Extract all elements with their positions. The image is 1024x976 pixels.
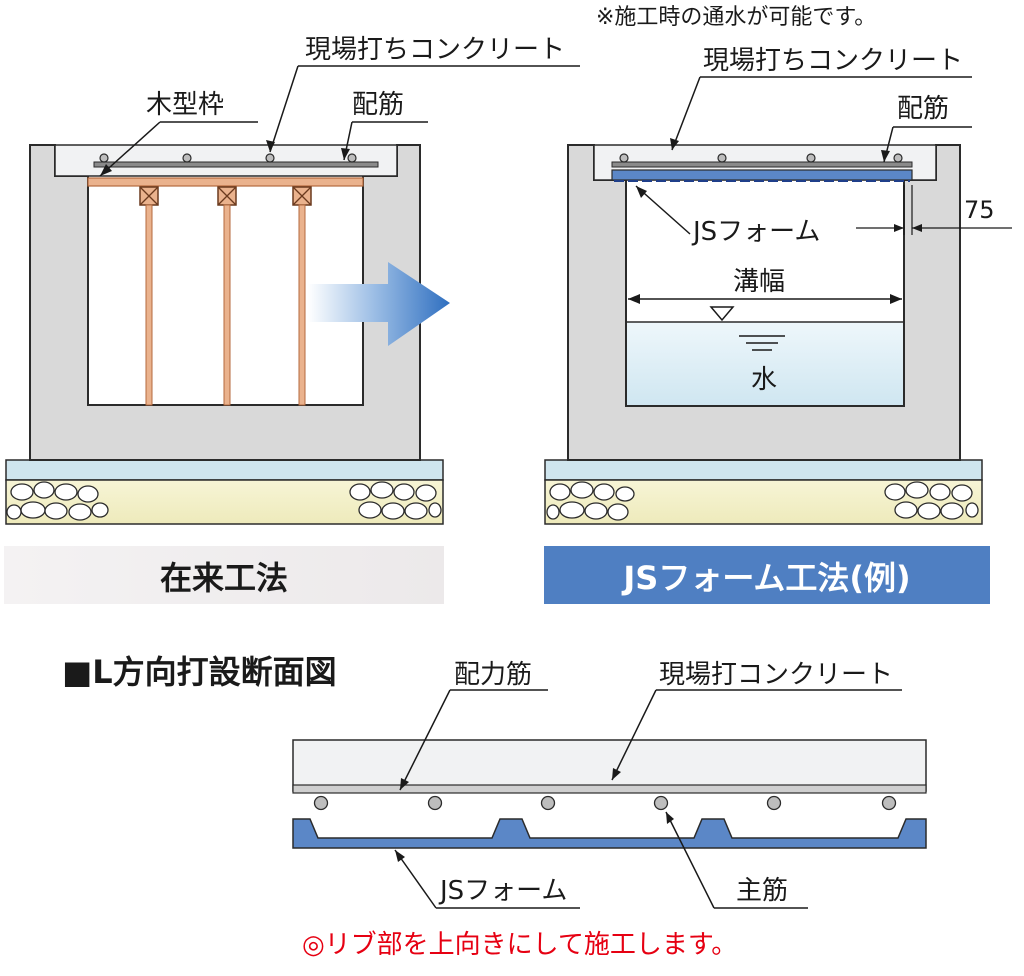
section-main-bars bbox=[313, 795, 897, 811]
water-surface-marks bbox=[739, 335, 785, 351]
left-concrete-slab bbox=[54, 144, 398, 177]
left-gravel-stones-left bbox=[6, 481, 109, 521]
left-caption-box bbox=[4, 546, 444, 604]
transition-arrow bbox=[308, 262, 450, 346]
section-label-distribution-bar: 配力筋 bbox=[454, 660, 532, 690]
right-label-75: 75 bbox=[964, 196, 995, 224]
water-level-icon bbox=[709, 306, 735, 322]
right-label-water: 水 bbox=[751, 365, 777, 395]
left-diagram: 現場打ちコンクリート 木型枠 配筋 bbox=[5, 35, 580, 525]
section-js-form bbox=[292, 818, 927, 849]
section-leader-arrowheads bbox=[395, 768, 674, 862]
section-distribution-bar bbox=[292, 784, 927, 794]
section-label-js-form: JSフォーム bbox=[438, 876, 567, 906]
section-note: ◎リブ部を上向きにして施工します。 bbox=[302, 930, 737, 960]
left-caption: 在来工法 bbox=[160, 559, 288, 597]
right-js-form bbox=[611, 169, 913, 181]
section-concrete-slab bbox=[292, 739, 927, 792]
right-diagram: ※施工時の通水が可能です。 現場打ちコンクリート 配筋 JSフォーム 75 溝幅… bbox=[544, 5, 1012, 525]
dimension-75 bbox=[856, 185, 1012, 235]
dimension-arrowheads bbox=[894, 224, 922, 232]
right-gravel-stones-right bbox=[884, 481, 979, 520]
section-label-main-bar: 主筋 bbox=[736, 876, 788, 906]
left-leader-arrowheads bbox=[100, 140, 350, 176]
right-label-concrete: 現場打ちコンクリート bbox=[703, 46, 963, 76]
section-title: ■L方向打設断面図 bbox=[62, 653, 337, 691]
right-rebar-bar bbox=[611, 161, 913, 168]
right-caption-box bbox=[544, 546, 990, 604]
left-formwork-beam bbox=[87, 177, 364, 187]
right-label-rebar: 配筋 bbox=[897, 94, 949, 124]
section-label-concrete: 現場打コンクリート bbox=[659, 660, 893, 690]
right-label-width: 溝幅 bbox=[733, 267, 785, 297]
left-rebar-bar bbox=[93, 161, 379, 168]
right-gravel-stones-left bbox=[546, 481, 635, 521]
left-formwork-props bbox=[139, 186, 312, 406]
right-base-band bbox=[544, 459, 983, 481]
right-label-js-form: JSフォーム bbox=[691, 217, 820, 247]
right-note: ※施工時の通水が可能です。 bbox=[596, 5, 876, 30]
width-arrowheads bbox=[628, 294, 902, 304]
left-label-formwork: 木型枠 bbox=[146, 90, 224, 120]
right-concrete-channel bbox=[567, 144, 961, 461]
left-base-band bbox=[5, 459, 444, 481]
right-caption: JSフォーム工法(例) bbox=[621, 559, 910, 597]
section-leader-lines bbox=[394, 689, 902, 909]
right-rebar-dots bbox=[619, 153, 903, 163]
section-diagram: ■L方向打設断面図 配力筋 現場打コンクリート JSフォーム 主筋 ◎リブ部を上… bbox=[62, 653, 927, 960]
left-rebar-dots bbox=[99, 153, 357, 163]
right-leader-arrowheads bbox=[636, 138, 890, 198]
right-leader-lines bbox=[635, 76, 972, 235]
left-label-concrete: 現場打ちコンクリート bbox=[305, 35, 565, 65]
left-gravel-stones-right bbox=[349, 481, 442, 520]
left-label-rebar: 配筋 bbox=[352, 90, 404, 120]
